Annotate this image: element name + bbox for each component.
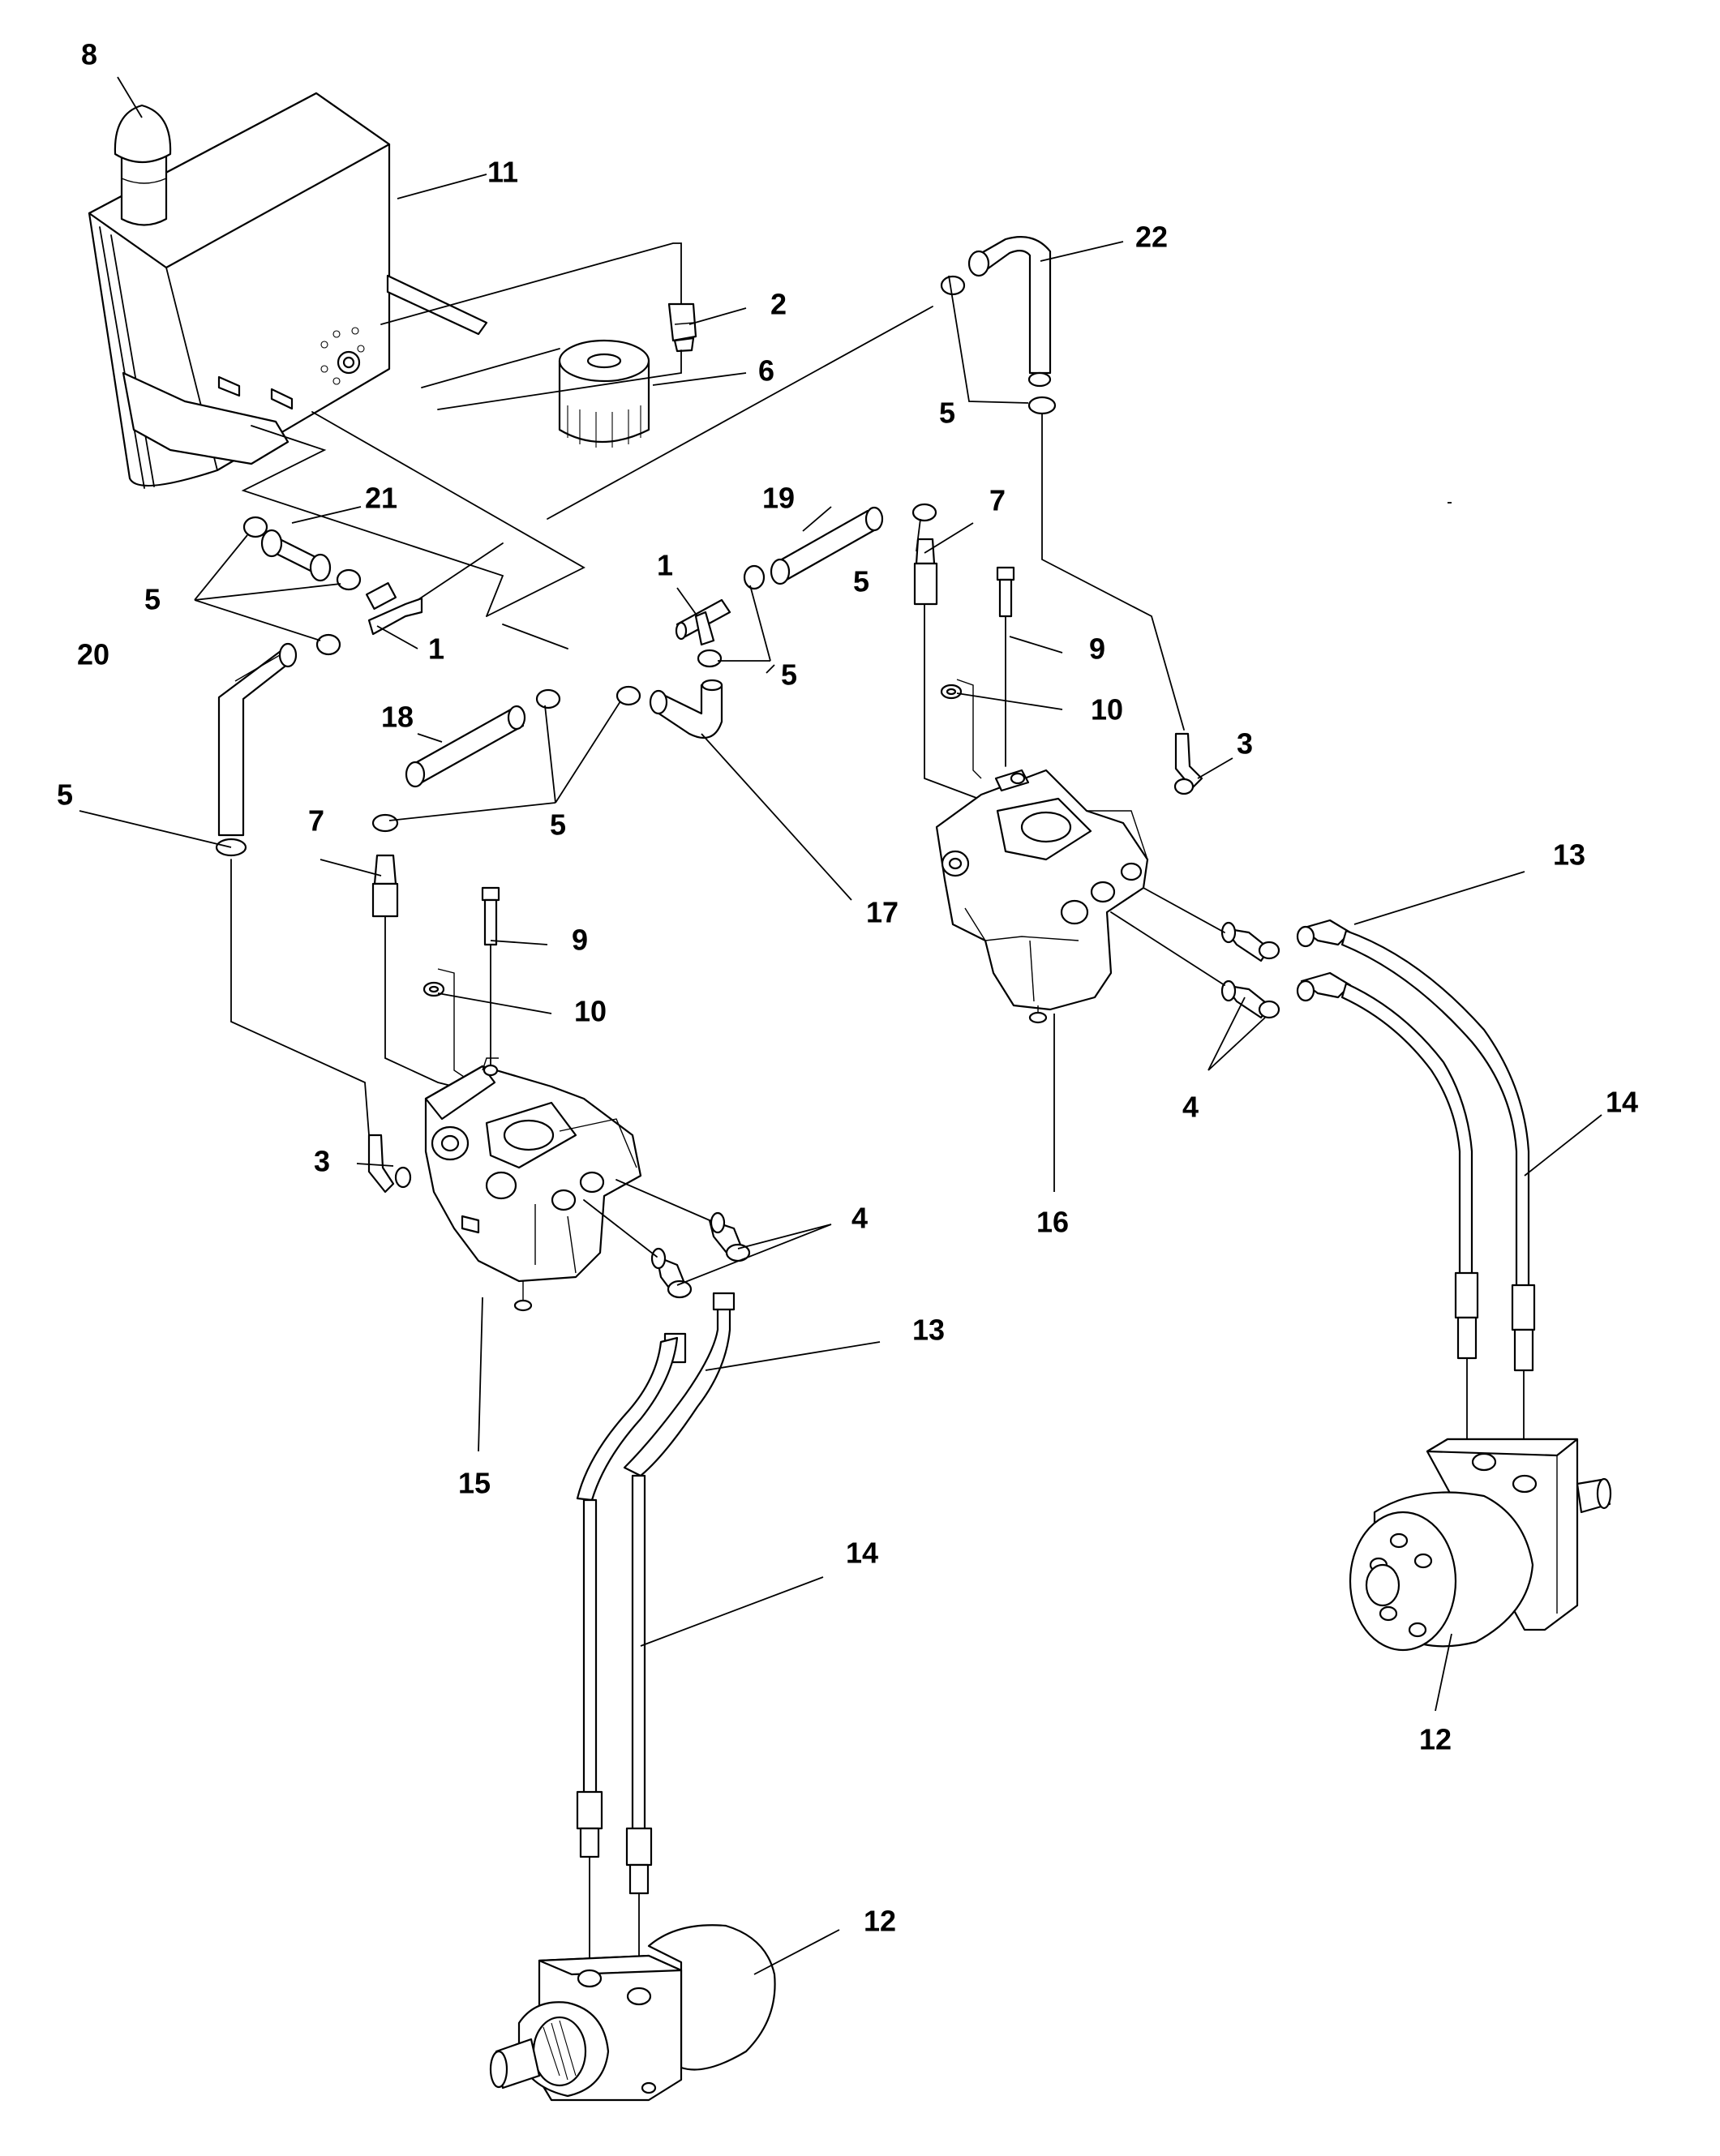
hydraulic-motor-right [1349,1438,1612,1652]
hose-clamps-18 [371,685,641,833]
callout-1-a: 1 [428,632,444,666]
elbow-fitting-part-3-right [1173,732,1203,795]
callout-19: 19 [762,482,795,515]
bolt-part-9-left [481,886,500,1075]
callout-3-b: 3 [314,1145,330,1178]
hose-clamps-center [697,503,937,668]
callout-7-a: 7 [989,484,1006,517]
hose-part-14-right [1454,1271,1536,1485]
fitting-part-7-right [913,538,990,804]
oil-filter [558,339,650,448]
callout-leaders [79,76,1602,1975]
callout-labels: 8 11 2 6 22 5 21 5 1 19 7 5 1 9 5 10 20 … [57,38,1638,1938]
callout-16: 16 [1036,1206,1069,1239]
callout-14-a: 14 [1606,1086,1638,1119]
callout-5-f: 5 [550,808,566,842]
callout-1-b: 1 [657,549,673,582]
hose-part-20 [215,642,370,1136]
assembly-lines [241,242,933,649]
callout-18: 18 [381,701,414,734]
callout-22: 22 [1135,221,1168,254]
callout-8: 8 [81,38,97,71]
callout-13-b: 13 [912,1314,945,1347]
hose-part-17 [649,679,723,739]
callout-7-b: 7 [308,804,324,838]
callout-5-c: 5 [853,565,869,598]
hydraulic-motor-left [489,1924,776,2102]
callout-10-b: 10 [574,995,607,1028]
callout-13-a: 13 [1553,838,1585,872]
callout-5-a: 5 [939,396,955,430]
callout-9-b: 9 [572,924,588,957]
washer-part-10-left [422,968,467,1079]
callout-9-a: 9 [1089,632,1105,666]
callout-5-e: 5 [57,778,73,812]
hose-part-19 [770,506,884,585]
callout-21: 21 [365,482,397,515]
elbow-fittings-part-4-right [1110,887,1280,1019]
elbow-fittings-part-4-left [583,1179,751,1299]
callout-20: 20 [77,638,109,671]
washer-part-10-right [940,679,982,779]
hydraulic-pump-right [935,769,1149,1024]
callout-12-a: 12 [1419,1723,1452,1756]
hose-clamps-left [242,516,362,656]
fitting-part-7-left [371,854,471,1091]
callout-4-b: 4 [851,1202,868,1235]
hose-part-21 [260,529,332,582]
callout-5-d: 5 [781,658,797,692]
bolt-part-9-right [996,566,1015,767]
callout-11: 11 [487,156,518,189]
hose-part-13-right [1296,919,1530,1291]
tee-fitting-left [365,542,504,636]
callout-14-b: 14 [846,1537,878,1570]
callout-2: 2 [770,288,787,321]
hose-part-13-left [576,1292,736,1502]
elbow-fitting-part-3-left [367,1134,412,1194]
callout-17: 17 [866,896,899,929]
callout-3-a: 3 [1237,727,1253,761]
fitting-part-2 [667,302,697,353]
hydraulic-pump-left [424,1057,642,1312]
callout-5-b: 5 [144,583,161,616]
hose-part-18 [405,705,526,788]
hose-part-22 [940,236,1185,731]
tee-fitting-center [675,598,731,646]
callout-12-b: 12 [864,1905,896,1938]
hose-part-14-left [576,1474,653,1991]
callout-4-a: 4 [1182,1091,1199,1124]
callout-15: 15 [458,1467,491,1500]
callout-10-a: 10 [1091,693,1123,727]
breather-cap [114,104,172,226]
callout-6: 6 [758,354,774,388]
